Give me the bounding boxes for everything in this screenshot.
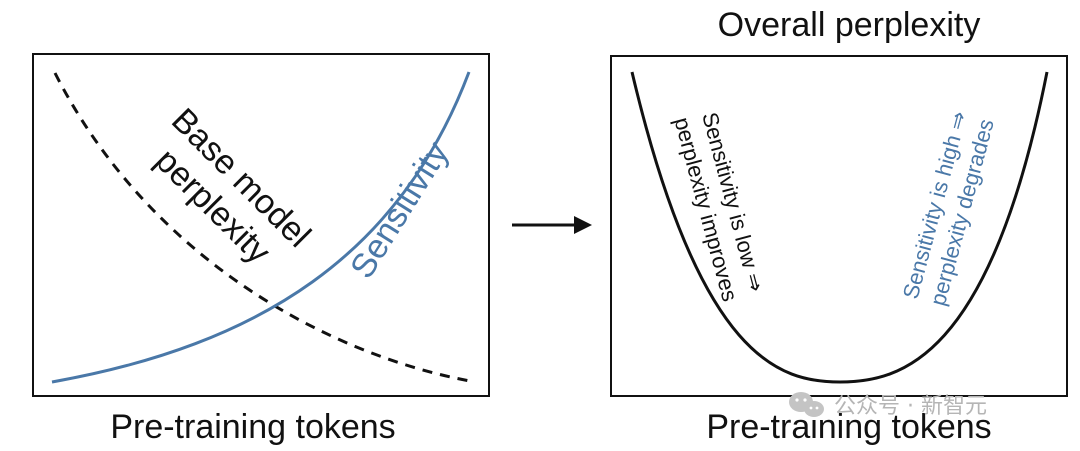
right-panel: Overall perplexity Sensitivity is low ⇒ … — [610, 6, 1068, 446]
high-sensitivity-annotation: Sensitivity is high ⇒ perplexity degrade… — [898, 108, 999, 308]
left-panel: Base model perplexity Sensitivity Pre-tr… — [32, 53, 490, 446]
left-panel-frame — [32, 53, 490, 397]
sensitivity-label: Sensitivity — [343, 135, 456, 285]
overall-perplexity-curve — [630, 71, 1049, 384]
wechat-icon — [789, 392, 824, 417]
watermark: 公众号 · 新智元 — [789, 392, 987, 419]
transition-arrow — [512, 216, 592, 234]
watermark-text: 公众号 · 新智元 — [834, 394, 987, 419]
low-sensitivity-annotation: Sensitivity is low ⇒ perplexity improves — [669, 110, 769, 304]
right-x-axis-label: Pre-training tokens — [706, 408, 991, 446]
right-panel-frame — [610, 55, 1068, 397]
base-perplexity-curve — [53, 72, 471, 383]
arrow-head-icon — [574, 216, 592, 234]
sensitivity-curve — [51, 71, 471, 384]
base-perplexity-label: Base model perplexity — [148, 101, 318, 271]
right-panel-title: Overall perplexity — [718, 6, 981, 44]
left-x-axis-label: Pre-training tokens — [110, 408, 395, 446]
